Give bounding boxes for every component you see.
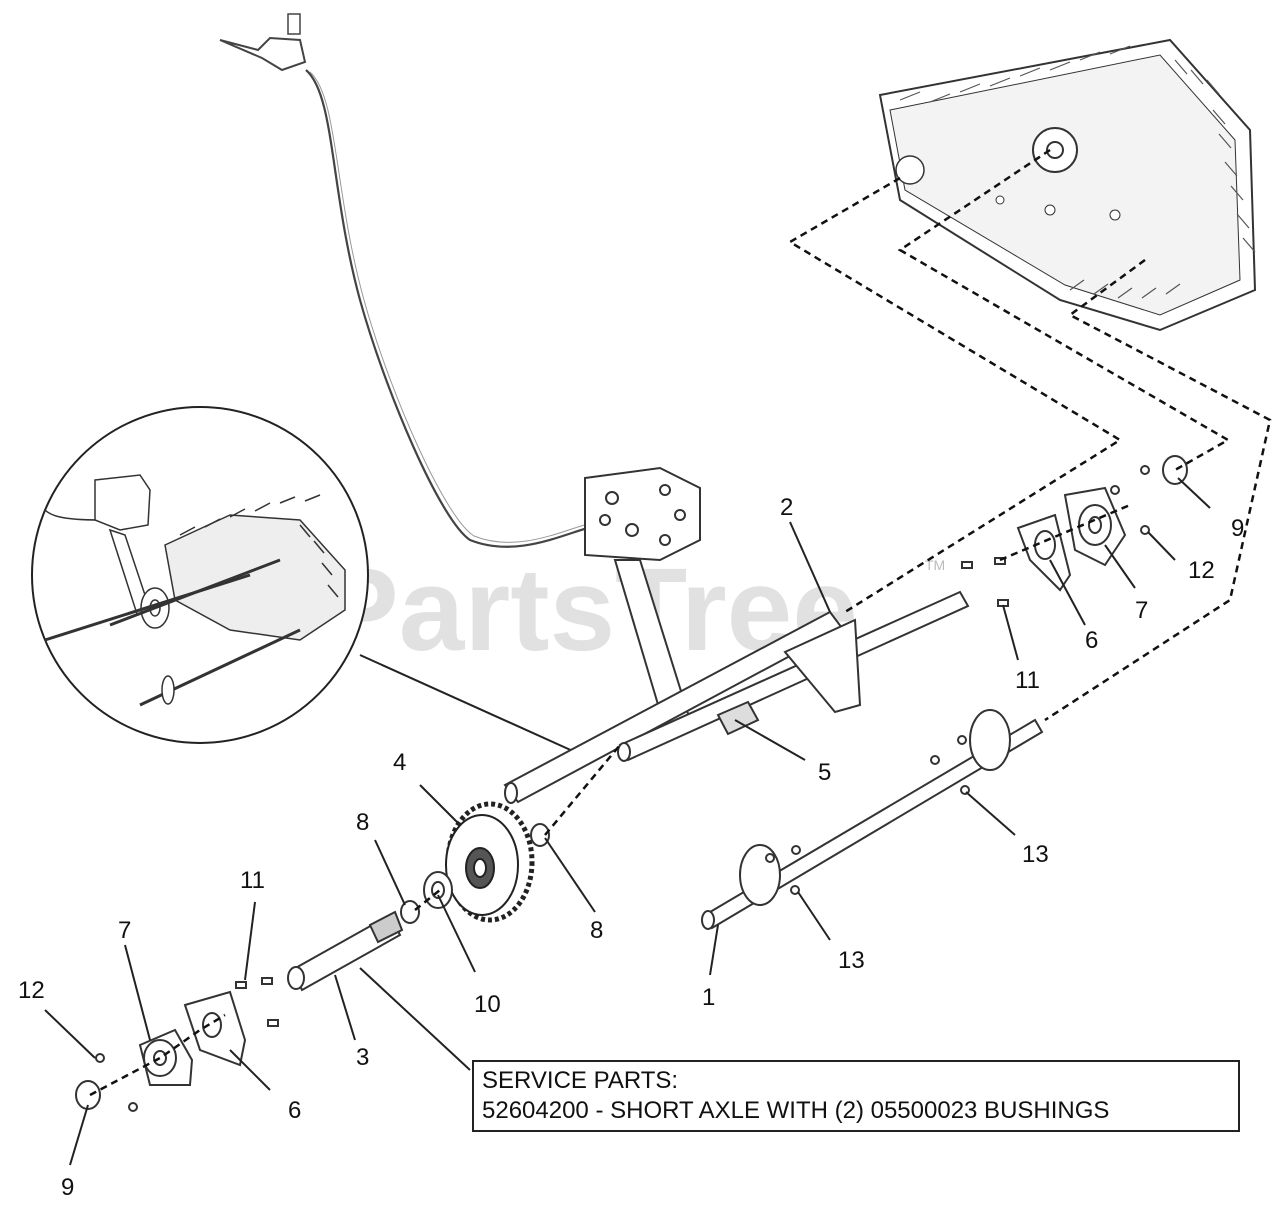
callout-part-13-right: 13 <box>1022 841 1049 868</box>
short-axle-illustration <box>287 910 404 992</box>
callout-part-12-right: 12 <box>1188 557 1215 584</box>
callout-part-5: 5 <box>818 759 831 786</box>
service-parts-heading: SERVICE PARTS: <box>482 1067 679 1094</box>
callout-part-1: 1 <box>702 984 715 1011</box>
cross-shaft-illustration <box>617 590 970 762</box>
callout-part-11-right: 11 <box>1015 667 1040 694</box>
track-assembly-illustration <box>878 38 1257 332</box>
callout-part-9-right: 9 <box>1231 515 1244 542</box>
left-bearing-assembly-illustration <box>75 977 279 1112</box>
right-bearing-assembly-illustration <box>961 455 1188 607</box>
callout-leader-lines <box>44 477 1211 1166</box>
inset-detail-illustration <box>31 406 369 744</box>
drive-gear-illustration <box>445 801 535 923</box>
callout-part-4: 4 <box>393 749 406 776</box>
inset-leader-line <box>359 654 576 753</box>
callout-part-3: 3 <box>356 1044 369 1071</box>
service-parts-line: 52604200 - SHORT AXLE WITH (2) 05500023 … <box>482 1097 1110 1124</box>
watermark-trademark: TM <box>925 557 945 573</box>
callout-part-2: 2 <box>780 494 793 521</box>
callout-part-10: 10 <box>474 991 501 1018</box>
callout-part-12-left: 12 <box>18 977 45 1004</box>
service-parts-box: SERVICE PARTS: 52604200 - SHORT AXLE WIT… <box>472 1060 1240 1132</box>
control-cable-illustration <box>219 13 601 548</box>
mounting-bracket-illustration <box>584 466 701 730</box>
callout-part-7-right: 7 <box>1135 597 1148 624</box>
callout-part-9-left: 9 <box>61 1174 74 1201</box>
callout-part-11-left: 11 <box>240 867 265 894</box>
callout-part-8-lower: 8 <box>590 917 603 944</box>
callout-part-8-upper: 8 <box>356 809 369 836</box>
callout-part-7-left: 7 <box>118 917 131 944</box>
assembly-dashed-lines <box>89 148 1272 1097</box>
callout-part-13-lower: 13 <box>838 947 865 974</box>
callout-part-6-left: 6 <box>288 1097 301 1124</box>
callout-part-6-right: 6 <box>1085 627 1098 654</box>
axle-with-flange-illustration <box>701 709 1044 930</box>
